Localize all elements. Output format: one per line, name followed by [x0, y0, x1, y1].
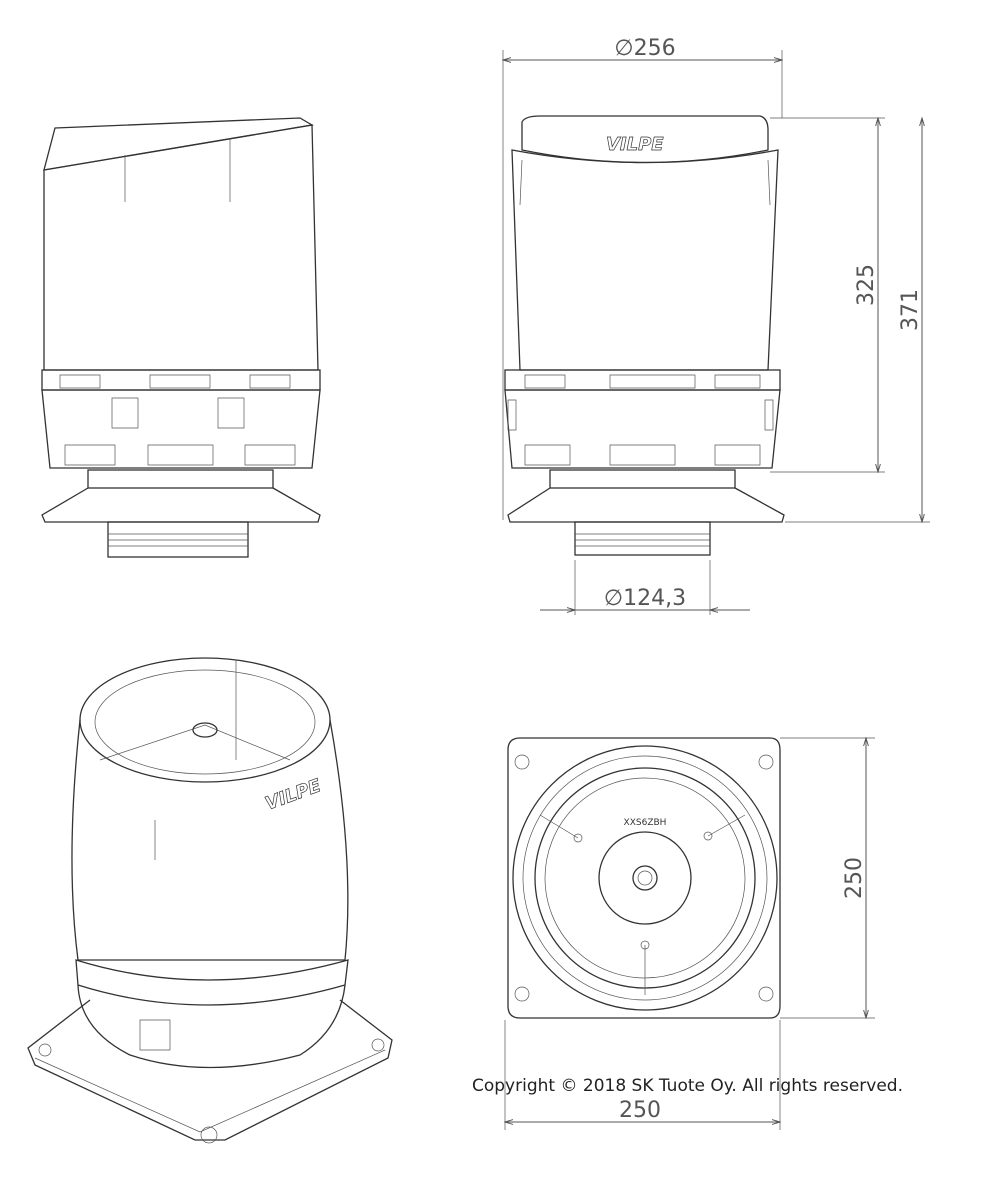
dimensions: ∅256 325 371 ∅124,3 250 250 [503, 36, 930, 1130]
vilpe-logo-iso: VILPE [263, 775, 325, 815]
copyright-notice: Copyright © 2018 SK Tuote Oy. All rights… [472, 1076, 903, 1096]
front-view: VILPE [504, 115, 785, 556]
part-marking: XXS6ZBH [624, 818, 667, 828]
dim-pipe-diameter: ∅124,3 [604, 586, 686, 611]
dim-height-total: 371 [898, 289, 923, 331]
dim-base-height: 250 [842, 857, 867, 899]
top-view: XXS6ZBH [507, 737, 781, 1019]
dim-height-body: 325 [854, 264, 879, 306]
isometric-view: VILPE [27, 657, 393, 1144]
side-view [41, 117, 321, 558]
dim-top-diameter: ∅256 [614, 36, 675, 61]
dim-base-width: 250 [619, 1098, 661, 1123]
vilpe-logo: VILPE [606, 134, 664, 155]
